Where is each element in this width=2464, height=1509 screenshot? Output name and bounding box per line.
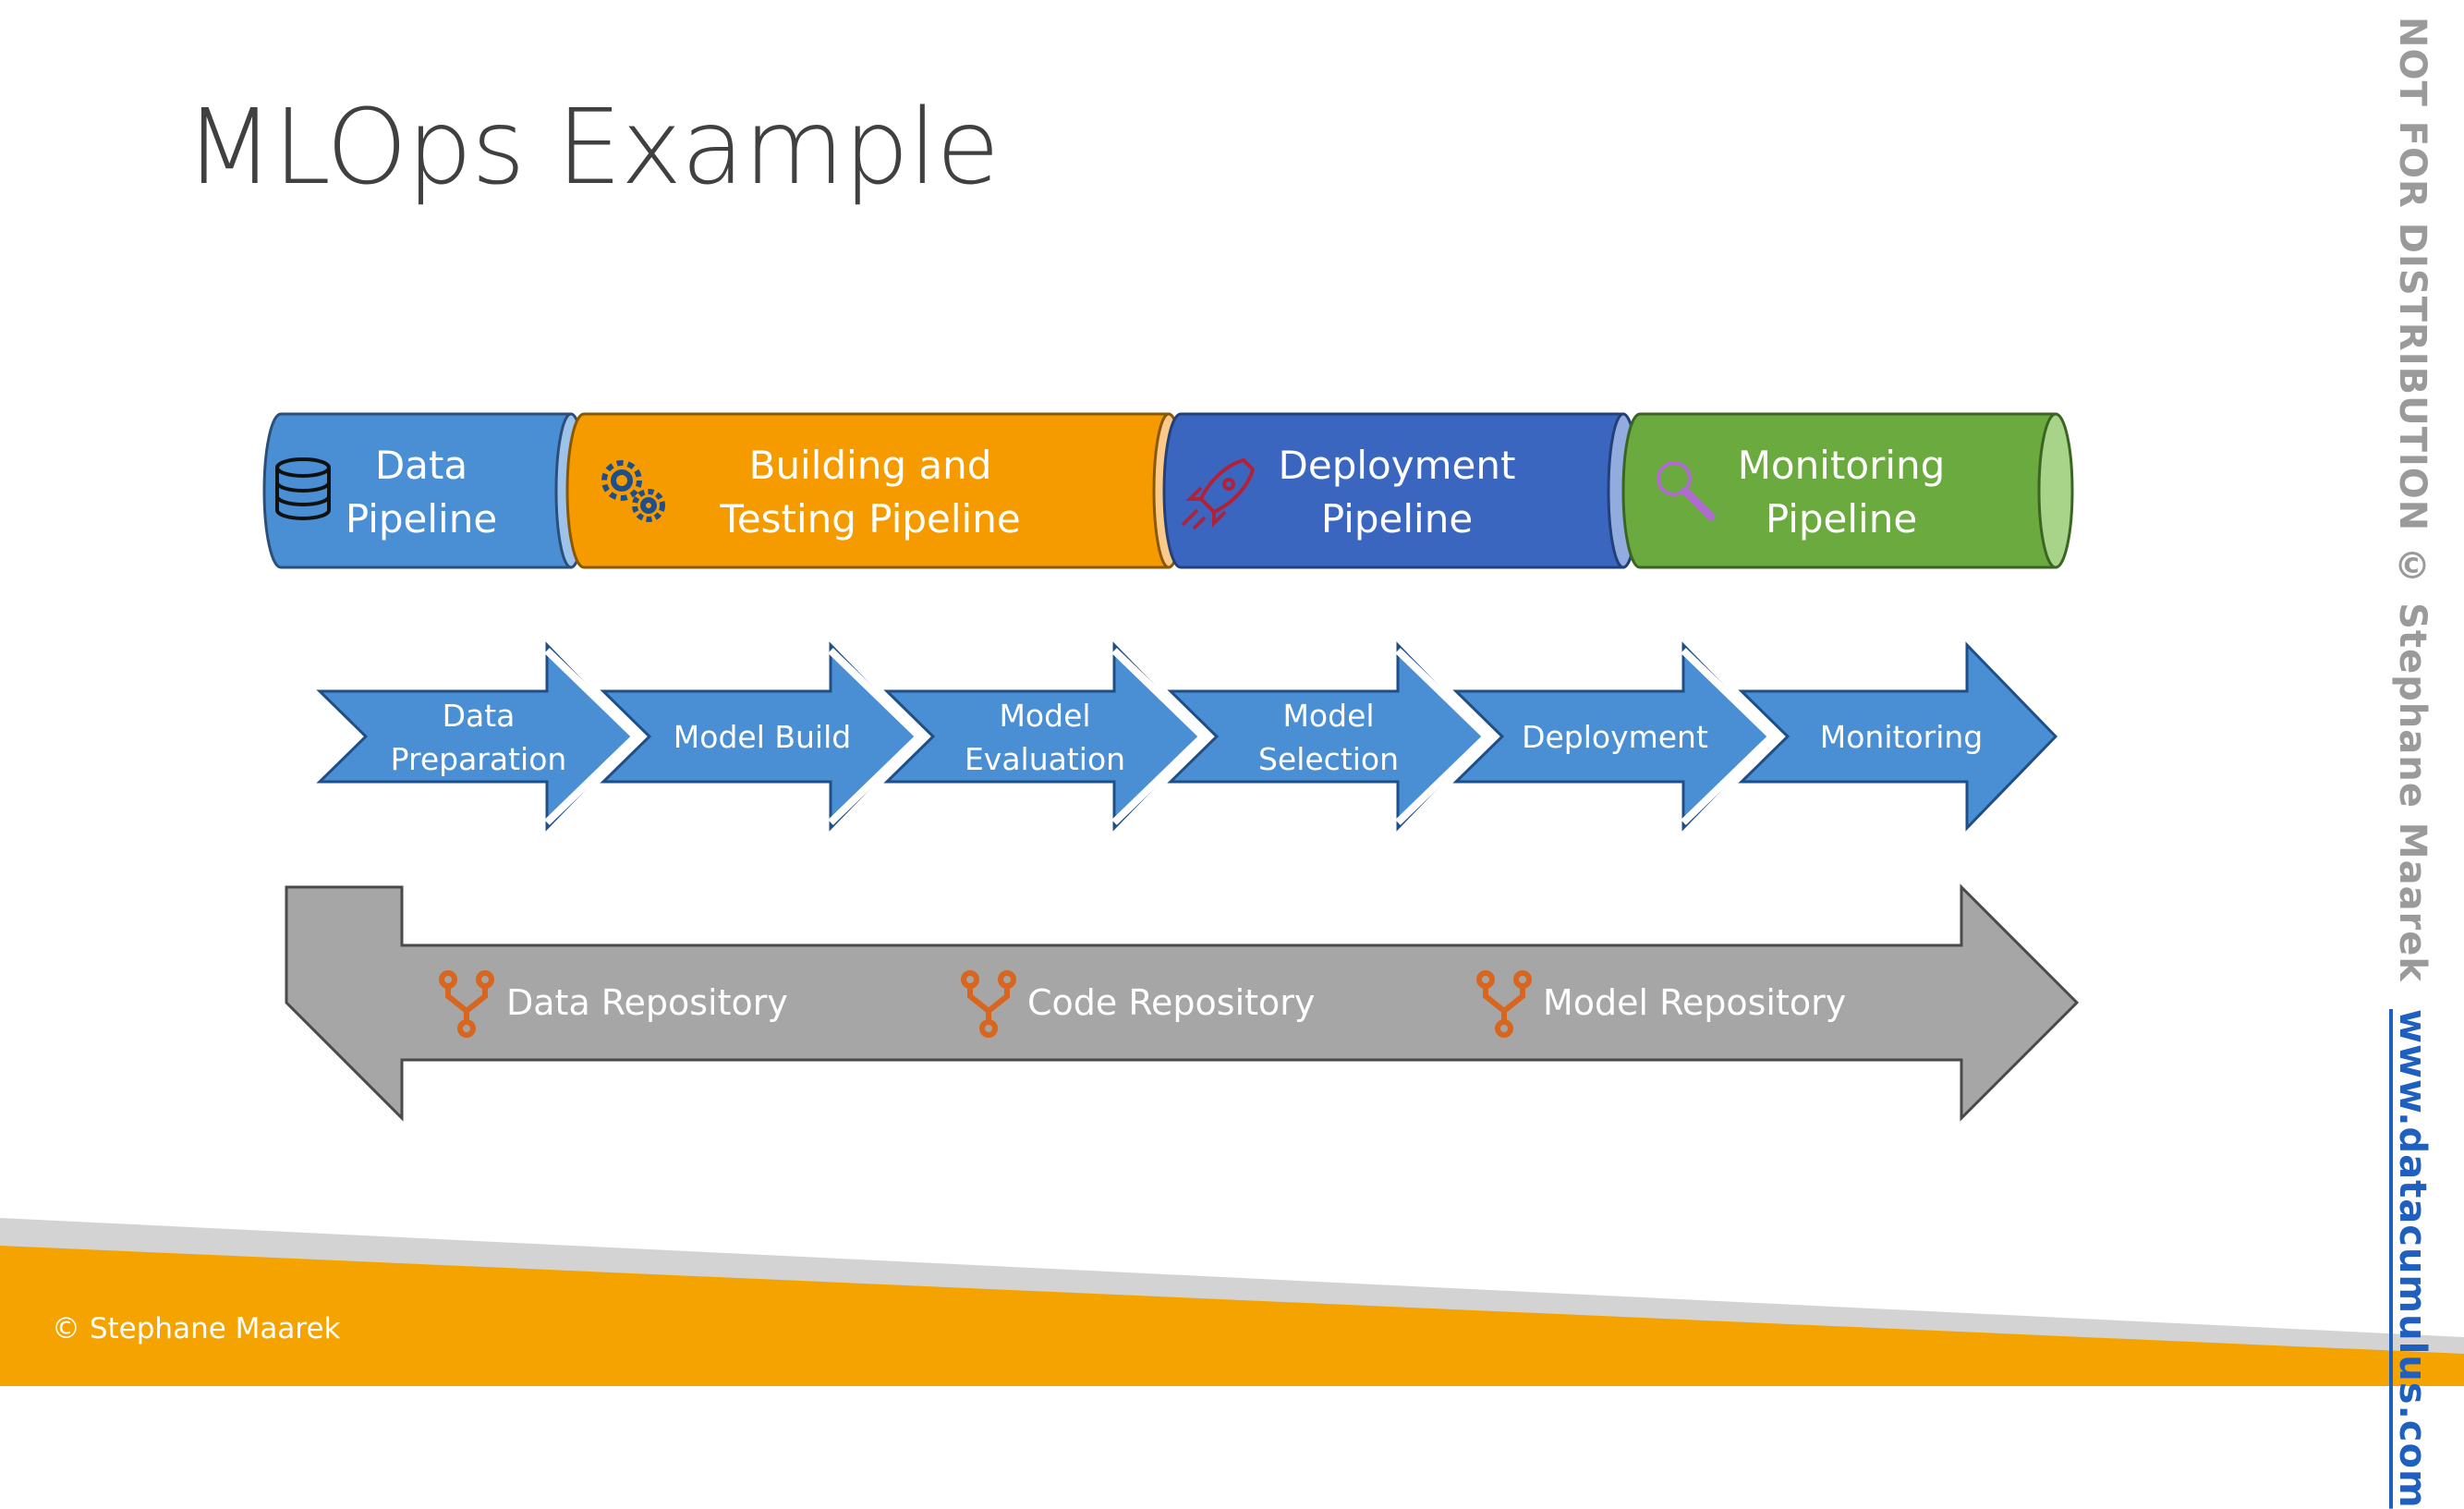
pipeline-deployment <box>1162 412 1640 569</box>
website-link[interactable]: www.datacumulus.com <box>2391 1008 2434 1509</box>
rocket-icon <box>1181 457 1256 530</box>
pipeline-monitoring-label-line2: Pipeline <box>1766 496 1917 542</box>
distribution-notice: NOT FOR DISTRIBUTION © Stephane Maarek <box>2391 17 2434 983</box>
step-arrow-data-preparation <box>316 641 638 832</box>
step-label-deployment: Deployment <box>1522 719 1708 755</box>
step-label-model-build: Model Build <box>674 719 851 755</box>
step-arrow-model-evaluation <box>883 641 1206 832</box>
repo-label-model: Model Repository <box>1543 982 1846 1023</box>
step-label-model-selection-line1: Model <box>1282 698 1374 734</box>
repo-label-data: Data Repository <box>506 982 788 1023</box>
database-icon <box>275 457 331 520</box>
magnifier-icon <box>1657 461 1716 521</box>
step-label-model-evaluation-line1: Model <box>999 698 1090 734</box>
step-arrow-model-build <box>600 641 922 832</box>
git-branch-icon <box>961 970 1016 1038</box>
step-label-data-preparation-line1: Data <box>443 698 516 734</box>
pipeline-deployment-label-line1: Deployment <box>1279 443 1516 488</box>
pipeline-building-testing <box>565 412 1185 569</box>
footer-orange-band <box>0 1246 2464 1386</box>
step-label-monitoring: Monitoring <box>1820 719 1983 755</box>
git-branch-icon <box>1476 970 1532 1038</box>
page-title: MLOps Example <box>185 88 1000 208</box>
step-label-data-preparation-line2: Preparation <box>391 741 567 777</box>
copyright-footer: © Stephane Maarek <box>52 1312 341 1345</box>
pipeline-data-label-line1: Data <box>375 443 467 488</box>
pipeline-deployment-label-line2: Pipeline <box>1321 496 1473 542</box>
gears-icon <box>601 460 665 522</box>
repository-double-arrow <box>285 883 2080 1122</box>
slide-canvas: Data Pipeline Building and Testing Pipel… <box>0 412 2464 1386</box>
git-branch-icon <box>439 970 494 1038</box>
repo-label-code: Code Repository <box>1027 982 1315 1023</box>
step-arrow-monitoring <box>1738 641 2058 832</box>
step-label-model-evaluation-line2: Evaluation <box>965 741 1125 777</box>
step-arrow-deployment <box>1452 641 1775 832</box>
side-watermark: NOT FOR DISTRIBUTION © Stephane Maarek w… <box>2391 17 2434 1509</box>
pipeline-building-label-line2: Testing Pipeline <box>719 496 1020 542</box>
pipeline-monitoring <box>1621 412 2074 569</box>
pipeline-building-label-line1: Building and <box>749 443 992 488</box>
pipeline-monitoring-label-line1: Monitoring <box>1738 443 1946 488</box>
pipeline-data-label-line2: Pipeline <box>346 496 497 542</box>
step-arrow-model-selection <box>1167 641 1489 832</box>
step-label-model-selection-line2: Selection <box>1258 741 1399 777</box>
